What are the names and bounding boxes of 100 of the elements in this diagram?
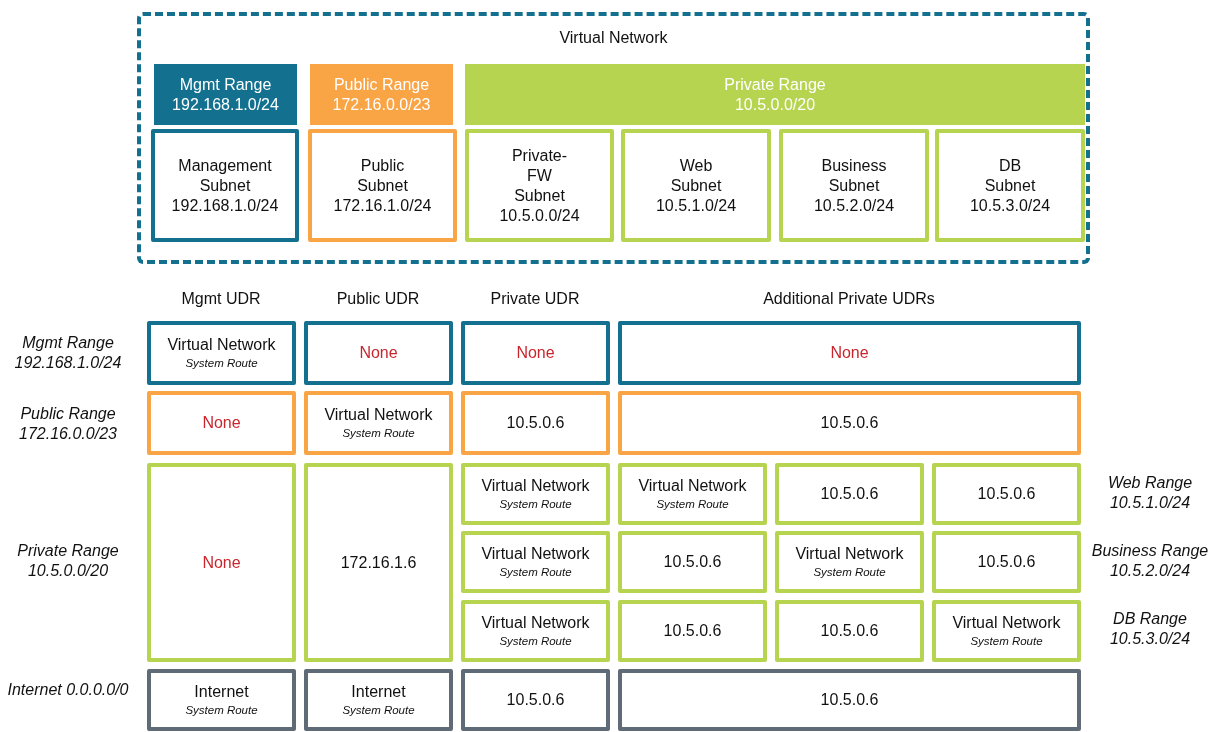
column-heading: Public UDR — [335, 289, 421, 309]
route-value: Internet — [351, 682, 406, 702]
range-cidr: 172.16.0.0/23 — [332, 94, 431, 115]
subnet-name: Public Subnet — [357, 155, 408, 196]
range-band — [310, 64, 453, 125]
row-heading: Web Range 10.5.1.0/24 — [1106, 473, 1194, 513]
route-cell — [147, 321, 296, 385]
route-cell — [461, 600, 610, 662]
row-heading: Business Range 10.5.2.0/24 — [1090, 541, 1210, 581]
subnet-cidr: 10.5.0.0/24 — [499, 205, 580, 226]
route-value: 10.5.0.6 — [663, 621, 722, 641]
route-cell — [147, 391, 296, 455]
route-value: Virtual Network — [481, 544, 590, 564]
route-value: 172.16.1.6 — [340, 552, 417, 573]
route-cell — [304, 669, 453, 731]
route-value: 10.5.0.6 — [506, 413, 565, 433]
route-note: System Route — [185, 703, 258, 718]
route-cell — [304, 463, 453, 662]
route-cell — [461, 321, 610, 385]
range-band — [465, 64, 1085, 125]
route-value: None — [359, 343, 398, 363]
subnet-cidr: 10.5.2.0/24 — [813, 195, 895, 216]
network-boundary — [137, 12, 1090, 264]
range-name: Mgmt Range — [179, 74, 272, 95]
range-name: Private Range — [724, 74, 826, 95]
row-heading: DB Range 10.5.3.0/24 — [1108, 609, 1192, 649]
route-note: System Route — [813, 565, 886, 580]
subnet-box — [779, 129, 929, 242]
route-cell — [618, 321, 1081, 385]
route-value: Virtual Network — [324, 405, 433, 425]
route-note: System Route — [342, 426, 415, 441]
route-value: 10.5.0.6 — [820, 413, 879, 433]
route-value: None — [830, 343, 869, 363]
subnet-cidr: 10.5.1.0/24 — [655, 195, 737, 216]
route-value: 10.5.0.6 — [820, 690, 879, 710]
subnet-box — [621, 129, 771, 242]
range-cidr: 10.5.0.0/20 — [734, 94, 816, 115]
route-cell — [618, 669, 1081, 731]
route-value: 10.5.0.6 — [820, 484, 879, 504]
range-band — [154, 64, 297, 125]
subnet-box — [465, 129, 614, 242]
row-heading: Public Range 172.16.0.0/23 — [18, 404, 118, 444]
route-cell — [304, 391, 453, 455]
route-cell — [775, 531, 924, 593]
route-note: System Route — [499, 634, 572, 649]
subnet-box — [935, 129, 1085, 242]
route-value: 10.5.0.6 — [820, 621, 879, 641]
subnet-cidr: 172.16.1.0/24 — [333, 195, 432, 216]
route-note: System Route — [970, 634, 1043, 649]
subnet-box — [151, 129, 299, 242]
route-cell — [932, 600, 1081, 662]
subnet-name: DB Subnet — [984, 155, 1036, 196]
route-value: 10.5.0.6 — [506, 690, 565, 710]
route-note: System Route — [342, 703, 415, 718]
route-cell — [932, 463, 1081, 525]
route-cell — [461, 463, 610, 525]
route-value: 10.5.0.6 — [663, 552, 722, 572]
route-cell — [618, 463, 767, 525]
range-name: Public Range — [333, 74, 430, 95]
subnet-cidr: 192.168.1.0/24 — [171, 195, 279, 216]
column-heading: Mgmt UDR — [180, 289, 262, 309]
subnet-name: Management Subnet — [178, 155, 272, 196]
route-value: None — [202, 413, 241, 433]
column-heading: Additional Private UDRs — [762, 289, 936, 309]
route-cell — [775, 463, 924, 525]
route-value: Virtual Network — [638, 476, 747, 496]
route-value: None — [202, 552, 241, 573]
route-cell — [304, 321, 453, 385]
route-cell — [618, 391, 1081, 455]
route-value: 10.5.0.6 — [977, 552, 1036, 572]
route-note: System Route — [499, 565, 572, 580]
route-cell — [932, 531, 1081, 593]
route-note: System Route — [499, 497, 572, 512]
subnet-cidr: 10.5.3.0/24 — [969, 195, 1051, 216]
subnet-box — [308, 129, 457, 242]
route-cell — [147, 669, 296, 731]
row-heading: Mgmt Range 192.168.1.0/24 — [13, 333, 123, 373]
route-cell — [775, 600, 924, 662]
route-value: Virtual Network — [795, 544, 904, 564]
route-cell — [618, 600, 767, 662]
subnet-name: Private-FW Subnet — [511, 145, 568, 206]
route-cell — [461, 669, 610, 731]
network-label: Virtual Network — [559, 28, 668, 48]
row-heading: Private Range 10.5.0.0/20 — [16, 541, 120, 581]
subnet-name: Web Subnet — [670, 155, 722, 196]
route-cell — [461, 531, 610, 593]
route-value: None — [516, 343, 555, 363]
row-heading: Internet 0.0.0.0/0 — [7, 680, 129, 700]
route-cell — [461, 391, 610, 455]
route-note: System Route — [185, 356, 258, 371]
route-cell — [147, 463, 296, 662]
subnet-name: Business Subnet — [821, 155, 887, 196]
route-note: System Route — [656, 497, 729, 512]
route-value: Internet — [194, 682, 249, 702]
range-cidr: 192.168.1.0/24 — [172, 94, 279, 115]
column-heading: Private UDR — [489, 289, 581, 309]
route-value: Virtual Network — [481, 476, 590, 496]
route-value: 10.5.0.6 — [977, 484, 1036, 504]
route-value: Virtual Network — [481, 613, 590, 633]
route-value: Virtual Network — [167, 335, 276, 355]
